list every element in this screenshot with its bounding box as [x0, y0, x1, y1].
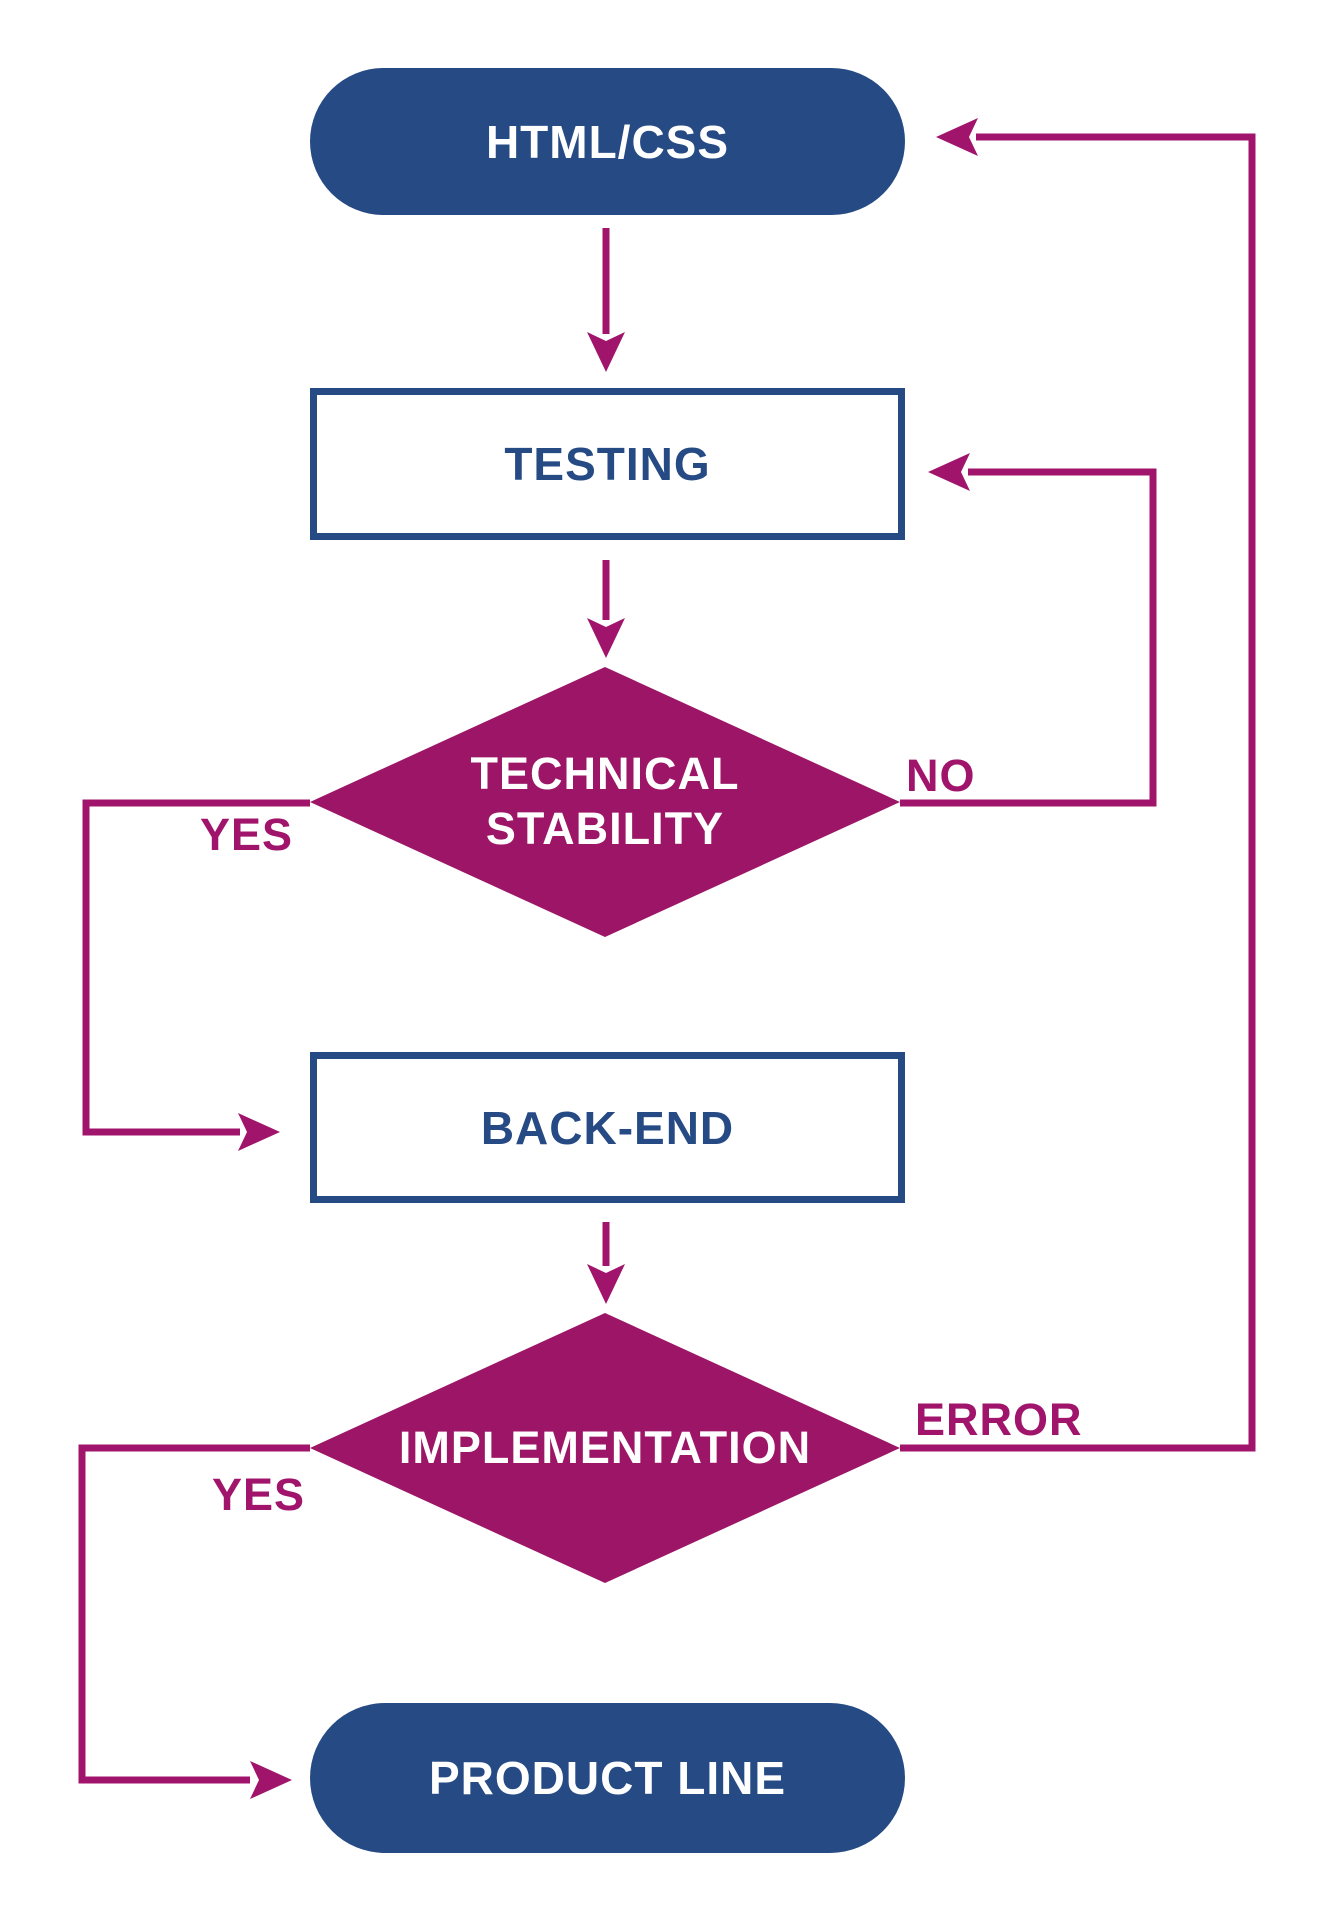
node-product-line: PRODUCT LINE: [310, 1703, 905, 1853]
node-implementation-label: IMPLEMENTATION: [398, 1421, 812, 1473]
arrowhead-start-to-testing: [587, 332, 625, 372]
edge-label-yes-1: YES: [200, 809, 294, 860]
node-implementation-label-box: IMPLEMENTATION: [355, 1418, 855, 1478]
node-html-css-label: HTML/CSS: [485, 115, 730, 168]
node-technical-stability-label-box: TECHNICAL STABILITY: [425, 735, 785, 869]
edge-error-loop: [900, 133, 1256, 1452]
edge-label-yes-2: YES: [212, 1469, 306, 1520]
edge-label-no: NO: [906, 750, 976, 801]
node-html-css: HTML/CSS: [310, 68, 905, 215]
arrowhead-error-loop: [936, 118, 978, 156]
node-product-line-label: PRODUCT LINE: [429, 1752, 786, 1804]
node-testing: TESTING: [310, 388, 905, 540]
arrowhead-backend-to-decision2: [587, 1264, 625, 1304]
diamond-implementation: [310, 1313, 900, 1583]
node-testing-label: TESTING: [504, 438, 711, 490]
edge-no-loop: [900, 468, 1157, 807]
edge-yes-to-end: [78, 1444, 310, 1784]
arrowhead-no-loop: [928, 453, 970, 491]
node-back-end-label: BACK-END: [480, 1101, 735, 1154]
edge-yes-to-backend: [82, 799, 310, 1136]
node-back-end: BACK-END: [310, 1052, 905, 1203]
arrowhead-yes-to-backend: [238, 1113, 280, 1151]
diamond-technical-stability: [310, 667, 900, 937]
node-technical-stability-label: TECHNICAL STABILITY: [470, 748, 740, 854]
arrowhead-testing-to-decision1: [587, 618, 625, 658]
arrowhead-yes-to-end: [250, 1761, 292, 1799]
edge-label-error: ERROR: [915, 1394, 1083, 1445]
